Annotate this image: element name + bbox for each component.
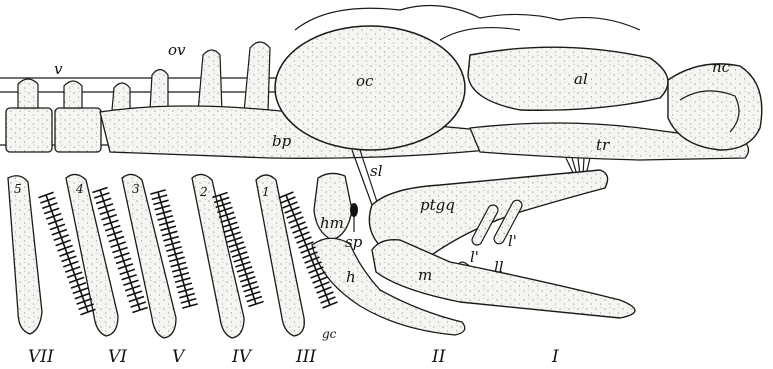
brain-outline: [295, 6, 640, 31]
label-ptgq: ptgq: [420, 196, 455, 214]
gill-arch-number-1: 1: [262, 185, 270, 199]
branchial-arch-1: [256, 175, 304, 336]
label-al: al: [574, 70, 588, 88]
label-h: h: [346, 268, 356, 286]
label-nc: nc: [712, 58, 731, 76]
label-l1: l': [470, 248, 479, 266]
label-bp: bp: [272, 132, 292, 150]
label-gc: gc: [322, 327, 337, 341]
roman-III: III: [295, 347, 316, 367]
label-hm: hm: [320, 214, 344, 232]
roman-VII: VII: [28, 347, 54, 367]
label-ov: ov: [168, 41, 186, 59]
gill-arch-number-2: 2: [199, 185, 208, 199]
branchial-arch-5: [8, 176, 42, 334]
label-oc: oc: [356, 72, 374, 90]
gill-arch-number-3: 3: [132, 182, 140, 196]
gill-arch-number-4: 4: [75, 182, 84, 196]
ala-region: [468, 47, 668, 110]
label-l2: l': [508, 232, 517, 250]
label-sp: sp: [345, 233, 363, 251]
brain-outline-lower: [440, 28, 520, 40]
spiracle: [350, 203, 358, 217]
roman-V: V: [172, 347, 186, 367]
gill-arch-number-5: 5: [14, 182, 22, 196]
nasal-capsule: [668, 64, 762, 150]
roman-I: I: [551, 347, 559, 367]
label-ll: ll: [494, 258, 504, 276]
label-v: v: [54, 60, 63, 78]
roman-VI: VI: [108, 347, 127, 367]
label-tr: tr: [596, 136, 610, 154]
label-sl: sl: [370, 162, 383, 180]
label-m: m: [418, 266, 432, 284]
roman-IV: IV: [231, 347, 253, 367]
roman-II: II: [431, 347, 446, 367]
